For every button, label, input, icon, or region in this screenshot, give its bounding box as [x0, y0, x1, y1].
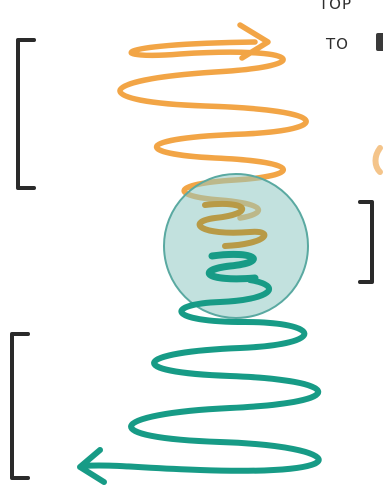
middle-bracket [360, 202, 372, 282]
annotation-clipped-mark [376, 33, 383, 51]
annotation-line-1: TOP [319, 0, 352, 13]
annotation-line-2: TO [326, 35, 349, 53]
edge-fragment [376, 148, 381, 172]
upper-bracket [18, 40, 34, 188]
lower-bracket [12, 334, 28, 478]
